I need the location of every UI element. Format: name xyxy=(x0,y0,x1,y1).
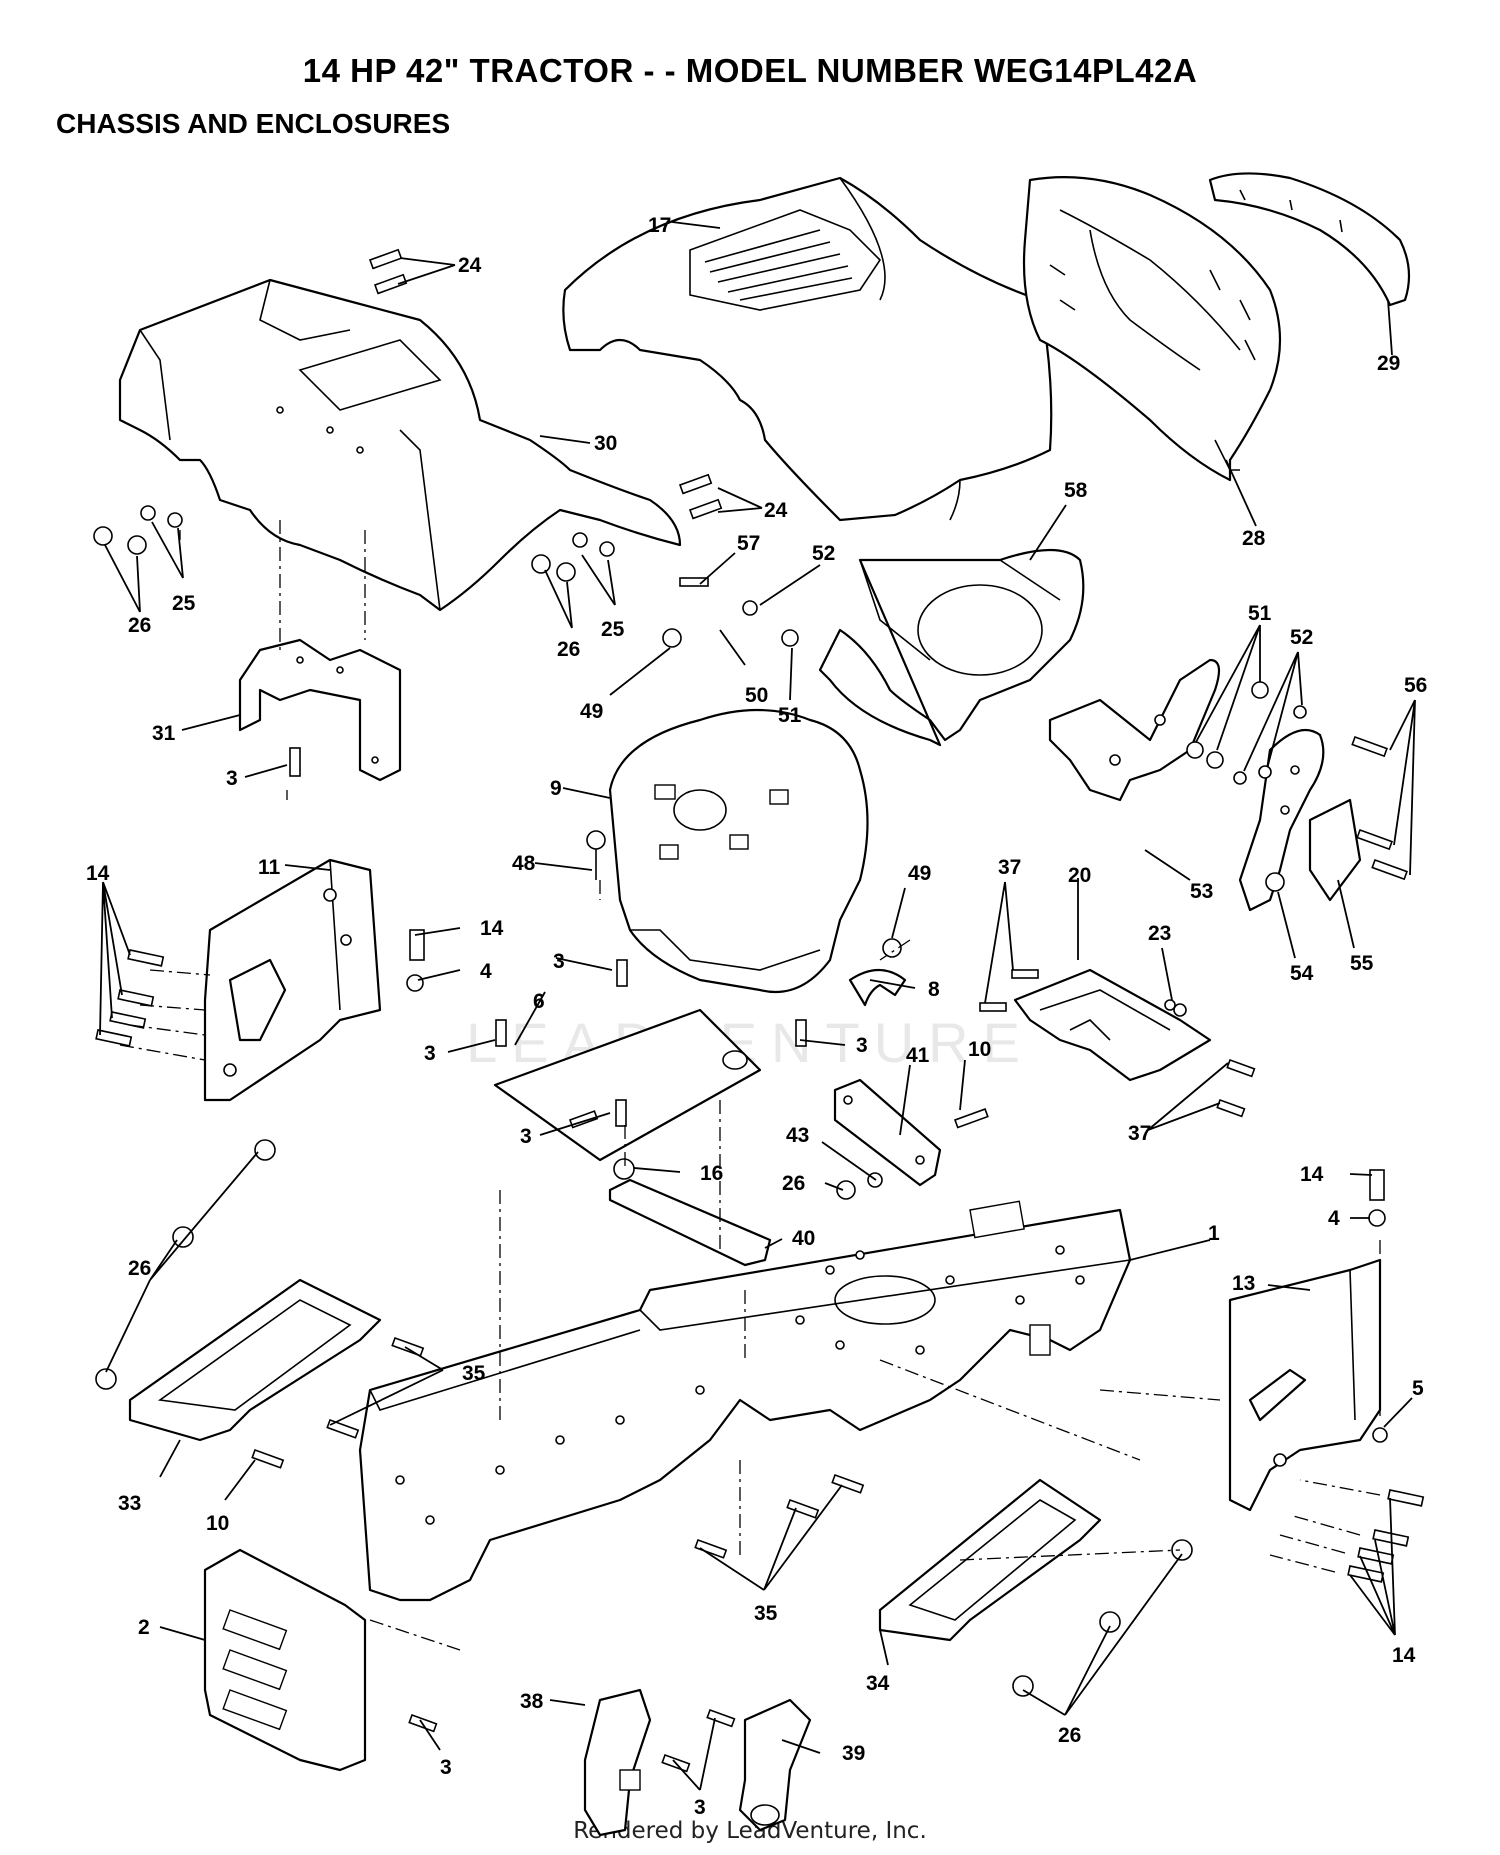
callout-2: 2 xyxy=(138,1616,150,1639)
section-subtitle: CHASSIS AND ENCLOSURES xyxy=(56,108,451,139)
callout-31: 31 xyxy=(152,722,176,745)
callout-24: 24 xyxy=(764,499,788,522)
footer-credit: Rendered by LeadVenture, Inc. xyxy=(573,1818,927,1844)
callout-48: 48 xyxy=(512,852,536,875)
callout-6: 6 xyxy=(533,990,545,1013)
callout-29: 29 xyxy=(1377,352,1400,375)
bracket-part-39 xyxy=(738,1698,812,1832)
callout-25: 25 xyxy=(172,592,196,615)
callout-3: 3 xyxy=(553,950,565,973)
dash-panel-part-9 xyxy=(608,708,869,994)
callout-34: 34 xyxy=(866,1672,890,1695)
fender-part-30 xyxy=(118,278,682,612)
clip-part-8 xyxy=(848,968,907,1007)
shroud-part-58 xyxy=(818,548,1085,747)
bracket-part-2 xyxy=(203,1548,367,1772)
callout-50: 50 xyxy=(745,684,768,707)
callout-37: 37 xyxy=(1128,1122,1151,1145)
grille-trim-part-29 xyxy=(1208,172,1411,307)
callout-26: 26 xyxy=(782,1172,805,1195)
callout-30: 30 xyxy=(594,432,617,455)
callout-55: 55 xyxy=(1350,952,1374,975)
callout-39: 39 xyxy=(842,1742,865,1765)
plate-part-6 xyxy=(493,1008,762,1162)
callout-49: 49 xyxy=(908,862,931,885)
callout-13: 13 xyxy=(1232,1272,1255,1295)
bolts-part-14-left xyxy=(95,929,425,1047)
callout-14: 14 xyxy=(480,917,504,940)
callout-51: 51 xyxy=(778,704,802,727)
callout-56: 56 xyxy=(1404,674,1427,697)
callout-11: 11 xyxy=(258,856,281,879)
callout-14: 14 xyxy=(86,862,110,885)
callout-26: 26 xyxy=(128,1257,151,1280)
hardware-51-52-56 xyxy=(1186,681,1408,892)
callout-51: 51 xyxy=(1248,602,1272,625)
callout-41: 41 xyxy=(906,1044,930,1067)
callout-33: 33 xyxy=(118,1492,141,1515)
callout-28: 28 xyxy=(1242,527,1266,550)
hood-part-17 xyxy=(562,176,1053,522)
bracket-part-31 xyxy=(238,638,402,782)
alignment-lines xyxy=(119,520,1381,1651)
footrest-part-33 xyxy=(128,1278,382,1442)
callout-20: 20 xyxy=(1068,864,1091,887)
callout-25: 25 xyxy=(601,618,625,641)
callout-3: 3 xyxy=(520,1125,532,1148)
callout-24: 24 xyxy=(458,254,482,277)
callout-5: 5 xyxy=(1412,1377,1424,1400)
callout-9: 9 xyxy=(550,777,562,800)
callout-3: 3 xyxy=(694,1796,706,1819)
callout-57: 57 xyxy=(737,532,760,555)
callout-53: 53 xyxy=(1190,880,1213,903)
footrest-part-34 xyxy=(878,1478,1102,1642)
bracket-part-20 xyxy=(1013,968,1212,1082)
grille-housing-part-28 xyxy=(1022,176,1282,482)
callout-38: 38 xyxy=(520,1690,544,1713)
callout-16: 16 xyxy=(700,1162,723,1185)
callout-labels: 17 24 29 30 24 58 28 25 26 57 52 25 26 5… xyxy=(86,214,1427,1819)
callout-3: 3 xyxy=(424,1042,436,1065)
callout-10: 10 xyxy=(968,1038,991,1061)
bracket-part-38 xyxy=(583,1688,652,1837)
callout-4: 4 xyxy=(480,960,492,983)
callout-35: 35 xyxy=(462,1362,486,1385)
callout-26: 26 xyxy=(1058,1724,1081,1747)
hardware-misc xyxy=(93,248,1256,1773)
leader-lines xyxy=(99,221,1416,1791)
page-title: 14 HP 42" TRACTOR - - MODEL NUMBER WEG14… xyxy=(302,52,1198,89)
callout-52: 52 xyxy=(1290,626,1313,649)
callout-3: 3 xyxy=(856,1034,868,1057)
callout-40: 40 xyxy=(792,1227,815,1250)
callout-58: 58 xyxy=(1064,479,1088,502)
callout-17: 17 xyxy=(648,214,671,237)
callout-8: 8 xyxy=(928,978,940,1001)
side-panel-part-13 xyxy=(1228,1258,1387,1512)
plate-part-41 xyxy=(833,1078,942,1187)
callout-3: 3 xyxy=(440,1756,452,1779)
callout-23: 23 xyxy=(1148,922,1171,945)
callout-4: 4 xyxy=(1328,1207,1340,1230)
callout-35: 35 xyxy=(754,1602,778,1625)
frame-part-1 xyxy=(358,1200,1132,1602)
callout-14: 14 xyxy=(1392,1644,1416,1667)
callout-1: 1 xyxy=(1208,1222,1220,1245)
callout-26: 26 xyxy=(557,638,580,661)
callout-14: 14 xyxy=(1300,1163,1324,1186)
callout-49: 49 xyxy=(580,700,603,723)
callout-37: 37 xyxy=(998,856,1021,879)
callout-3: 3 xyxy=(226,767,238,790)
callout-52: 52 xyxy=(812,542,835,565)
bracket-part-55 xyxy=(1308,798,1362,902)
push-rivet-part-48 xyxy=(586,830,606,880)
callout-54: 54 xyxy=(1290,962,1314,985)
side-panel-part-11 xyxy=(203,858,382,1102)
callout-10: 10 xyxy=(206,1512,229,1535)
callout-43: 43 xyxy=(786,1124,809,1147)
callout-26: 26 xyxy=(128,614,151,637)
bar-part-40 xyxy=(608,1178,772,1267)
